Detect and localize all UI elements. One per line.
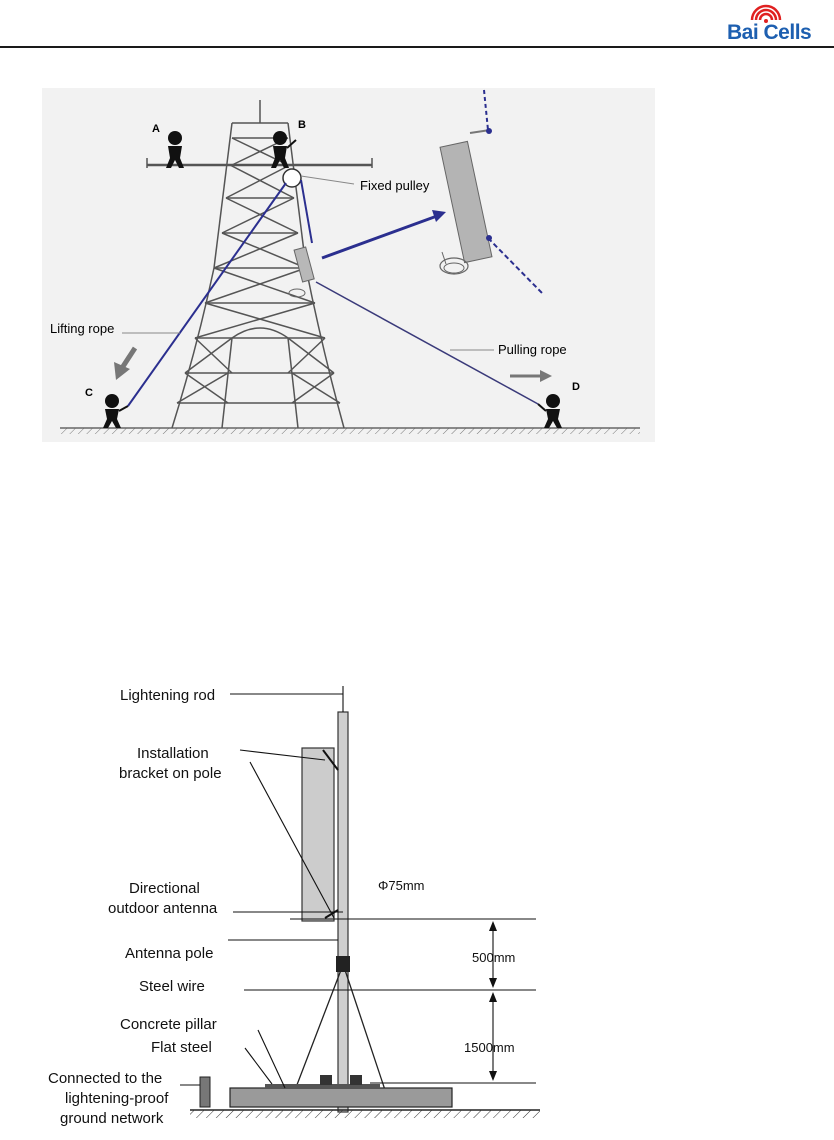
label-person-a: A: [152, 123, 160, 135]
label-steel-wire: Steel wire: [139, 978, 205, 995]
logo-text: Bai Cells: [727, 21, 811, 45]
label-lightening-rod: Lightening rod: [120, 687, 215, 704]
label-fixed-pulley: Fixed pulley: [360, 178, 430, 193]
label-ground-3: ground network: [60, 1110, 164, 1127]
header-rule: [0, 46, 834, 48]
label-antenna-pole: Antenna pole: [125, 945, 213, 962]
label-pulling-rope: Pulling rope: [498, 342, 567, 357]
pole-clamp: [336, 956, 350, 972]
label-bracket-1: Installation: [137, 745, 209, 762]
ground-surface: [190, 1110, 540, 1118]
label-concrete-pillar: Concrete pillar: [120, 1016, 217, 1033]
label-antenna-1: Directional: [129, 880, 200, 897]
label-person-b: B: [298, 119, 306, 131]
steel-wire-left: [295, 970, 341, 1090]
baicells-logo: Bai Cells: [722, 0, 828, 46]
label-ground-2: lightening-proof: [65, 1090, 169, 1107]
label-dim-500: 500mm: [472, 950, 515, 965]
steel-wire-right: [345, 970, 385, 1090]
label-bracket-2: bracket on pole: [119, 765, 222, 782]
concrete-pillar: [230, 1088, 452, 1107]
label-lifting-rope: Lifting rope: [50, 321, 114, 336]
label-flat-steel: Flat steel: [151, 1039, 212, 1056]
label-ground-1: Connected to the: [48, 1070, 162, 1087]
ground-conductor: [200, 1077, 210, 1107]
pole-installation-figure: Lightening rod Installation bracket on p…: [40, 680, 540, 1135]
ground: [60, 428, 640, 434]
label-diameter: Φ75mm: [378, 878, 425, 893]
hoisting-figure: A B C D: [42, 88, 655, 442]
label-person-d: D: [572, 381, 580, 393]
label-dim-1500: 1500mm: [464, 1040, 515, 1055]
directional-antenna: [302, 748, 334, 921]
label-person-c: C: [85, 387, 93, 399]
label-antenna-2: outdoor antenna: [108, 900, 218, 917]
